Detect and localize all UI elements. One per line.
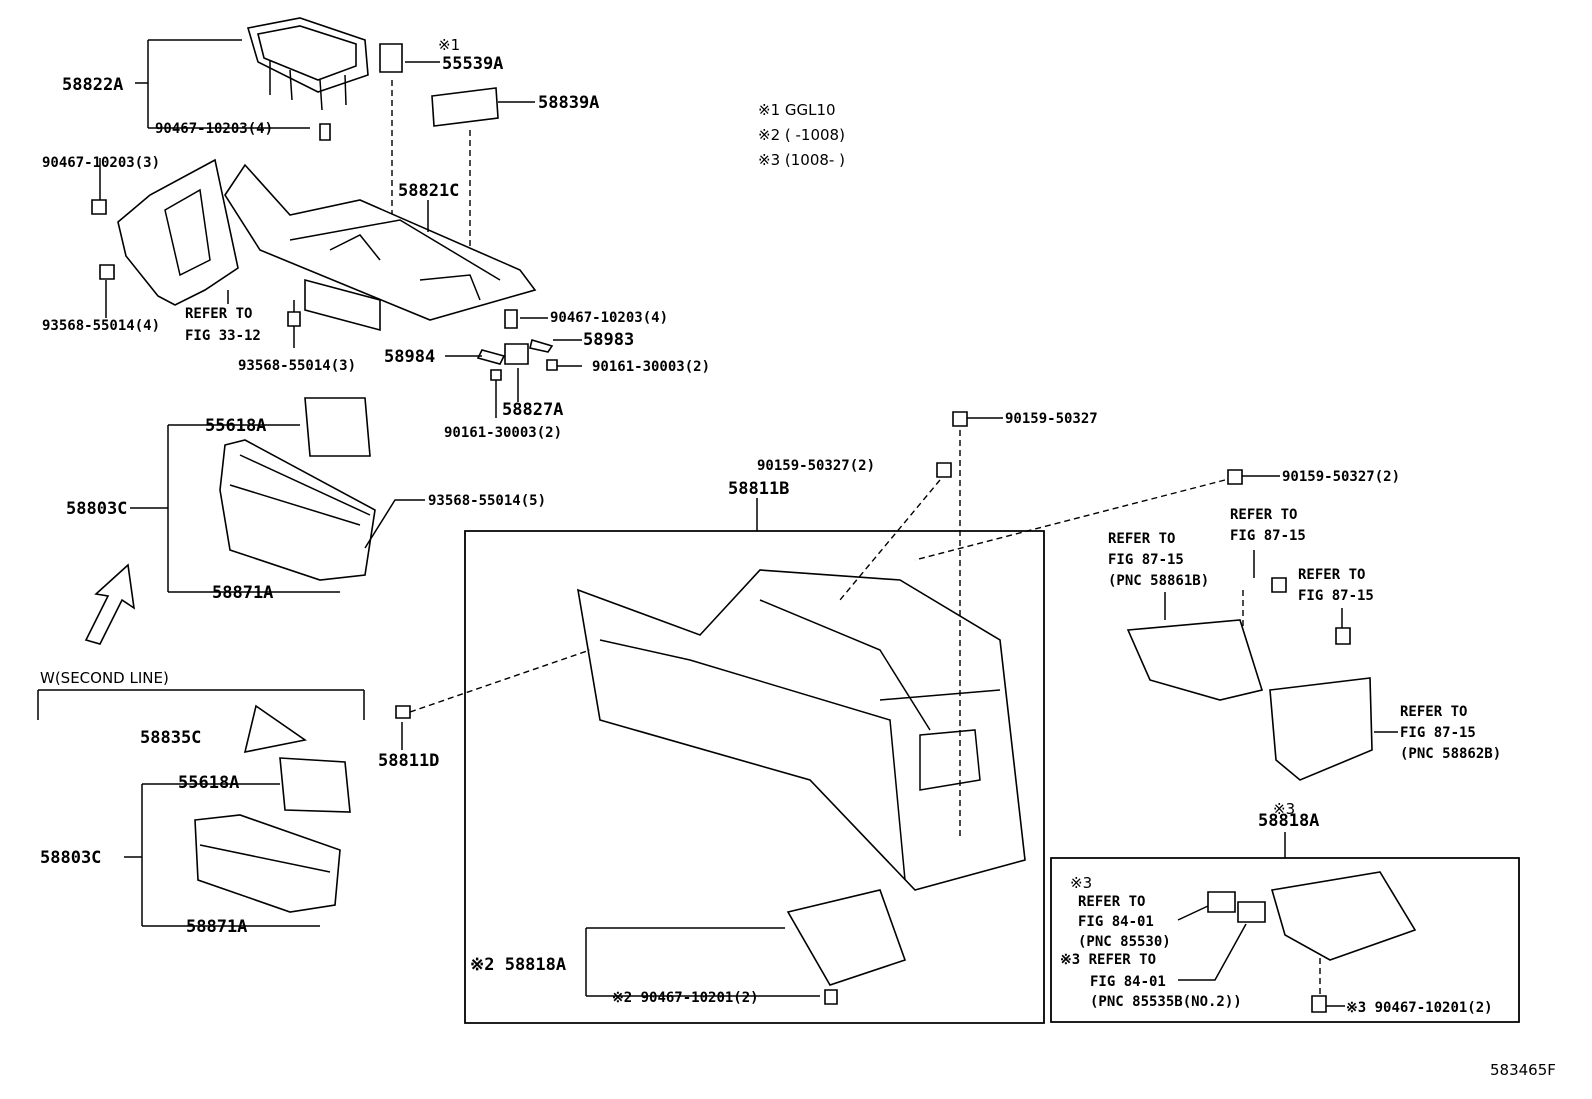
label-refer-87-15-1c: (PNC 58861B) xyxy=(1108,573,1209,589)
part-85530 xyxy=(1207,891,1236,913)
part-58835c xyxy=(243,704,308,754)
label-58871a-a: 58871A xyxy=(212,583,273,603)
label-refer-84-01-2a: ※3 REFER TO xyxy=(1060,952,1156,968)
label-refer-87-15-1b: FIG 87-15 xyxy=(1108,552,1184,568)
box-58803c-b xyxy=(194,814,341,913)
label-58811d: 58811D xyxy=(378,751,439,771)
part-58839a xyxy=(431,87,499,127)
direction-arrow xyxy=(84,563,136,645)
label-58835c: 58835C xyxy=(140,728,201,748)
console-58821c xyxy=(224,163,537,332)
label-90159-50327-2a: 90159-50327(2) xyxy=(757,458,875,474)
label-58818a-3: 58818A xyxy=(1258,811,1319,831)
label-refer-87-15-4a: REFER TO xyxy=(1400,704,1467,720)
label-refer-87-15-4c: (PNC 58862B) xyxy=(1400,746,1501,762)
label-58811b: 58811B xyxy=(728,479,789,499)
label-90161-30003-2b: 90161-30003(2) xyxy=(444,425,562,441)
lower-console-58811b xyxy=(576,569,1026,891)
label-93568-55014-3: 93568-55014(3) xyxy=(238,358,356,374)
tray-58818a-3 xyxy=(1270,871,1417,961)
label-refer-33-12-b: FIG 33-12 xyxy=(185,328,261,344)
note-mark-3: ※3 xyxy=(1273,800,1295,818)
note-range-3: ※3 (1008- ) xyxy=(758,151,845,169)
label-refer-33-12-a: REFER TO xyxy=(185,306,252,322)
label-refer-84-01-1c: (PNC 85530) xyxy=(1078,934,1171,950)
note-mark-3-box: ※3 xyxy=(1070,874,1092,892)
label-58818a-2: ※2 58818A xyxy=(470,955,566,975)
note-mark-1: ※1 xyxy=(438,36,460,54)
label-58827a: 58827A xyxy=(502,400,563,420)
label-refer-87-15-2b: FIG 87-15 xyxy=(1230,528,1306,544)
label-58839a: 58839A xyxy=(538,93,599,113)
label-58983: 58983 xyxy=(583,330,634,350)
label-90159-50327-2b: 90159-50327(2) xyxy=(1282,469,1400,485)
label-refer-87-15-4b: FIG 87-15 xyxy=(1400,725,1476,741)
label-55618a-a: 55618A xyxy=(205,416,266,436)
tray-58822a xyxy=(246,17,369,111)
part-55618a-b xyxy=(279,757,351,813)
label-58871a-b: 58871A xyxy=(186,917,247,937)
label-refer-84-01-2b: FIG 84-01 xyxy=(1090,974,1166,990)
part-58983 xyxy=(529,338,554,353)
box-58803c-a xyxy=(219,439,376,581)
label-90467-10203-4a: 90467-10203(4) xyxy=(155,121,273,137)
note-range-2: ※2 ( -1008) xyxy=(758,126,845,144)
label-58803c-a: 58803C xyxy=(66,499,127,519)
label-refer-84-01-2c: (PNC 85535B(NO.2)) xyxy=(1090,994,1242,1010)
label-58984: 58984 xyxy=(384,347,435,367)
note-ggl10: ※1 GGL10 xyxy=(758,101,836,119)
shifter-bracket xyxy=(117,158,239,306)
label-55539a: 55539A xyxy=(442,54,503,74)
duct-58862b xyxy=(1269,677,1373,781)
box-58818a-3 xyxy=(1050,857,1520,1023)
label-90467-10203-3: 90467-10203(3) xyxy=(42,155,160,171)
label-refer-87-15-3a: REFER TO xyxy=(1298,567,1365,583)
label-refer-84-01-1b: FIG 84-01 xyxy=(1078,914,1154,930)
part-58984 xyxy=(476,349,506,365)
tray-58818a-2 xyxy=(786,889,907,986)
part-58827a xyxy=(504,343,529,365)
part-55618a-a xyxy=(304,397,371,457)
label-58821c: 58821C xyxy=(398,181,459,201)
part-58811d xyxy=(395,705,411,719)
second-line-title: W(SECOND LINE) xyxy=(40,669,169,687)
label-90159-50327: 90159-50327 xyxy=(1005,411,1098,427)
label-55618a-b: 55618A xyxy=(178,773,239,793)
label-58822a: 58822A xyxy=(62,75,123,95)
label-90161-30003-2a: 90161-30003(2) xyxy=(592,359,710,375)
part-55539a xyxy=(379,43,403,73)
duct-58861b xyxy=(1126,619,1264,701)
label-90467-10201-2a: ※2 90467-10201(2) xyxy=(612,990,759,1006)
label-refer-87-15-1a: REFER TO xyxy=(1108,531,1175,547)
label-58803c-b: 58803C xyxy=(40,848,101,868)
part-85535b xyxy=(1237,901,1266,923)
label-90467-10201-2b: ※3 90467-10201(2) xyxy=(1346,1000,1493,1016)
box-58811b xyxy=(464,530,1045,1024)
label-refer-87-15-3b: FIG 87-15 xyxy=(1298,588,1374,604)
label-93568-55014-5: 93568-55014(5) xyxy=(428,493,546,509)
label-93568-55014-4: 93568-55014(4) xyxy=(42,318,160,334)
label-refer-84-01-1a: REFER TO xyxy=(1078,894,1145,910)
figure-id: 583465F xyxy=(1490,1061,1556,1079)
label-90467-10203-4b: 90467-10203(4) xyxy=(550,310,668,326)
label-refer-87-15-2a: REFER TO xyxy=(1230,507,1297,523)
